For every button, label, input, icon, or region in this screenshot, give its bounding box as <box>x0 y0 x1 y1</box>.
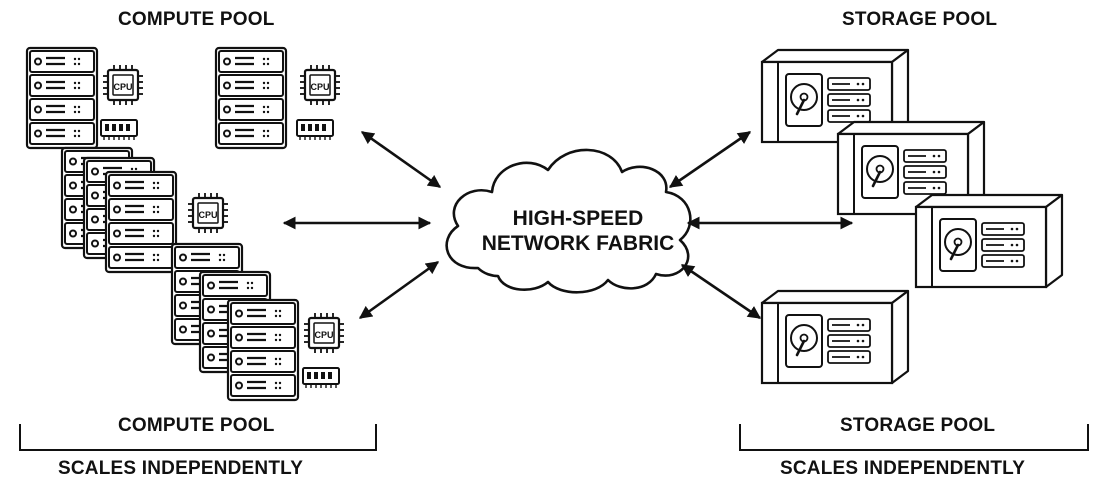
svg-text:CPU: CPU <box>310 82 329 92</box>
memory-module-icon <box>296 119 334 141</box>
compute-pool-title-top: COMPUTE POOL <box>118 9 275 30</box>
fabric-label-line1: HIGH-SPEED <box>512 207 644 230</box>
compute-bracket <box>19 424 377 451</box>
arrow-compute-top <box>360 130 442 189</box>
storage-scales-label: SCALES INDEPENDENTLY <box>780 458 1026 479</box>
bidirectional-arrows <box>282 130 854 320</box>
cpu-chip-icon: CPU <box>186 191 230 235</box>
arrow-storage-top <box>668 130 752 189</box>
fabric-label-line2: NETWORK FABRIC <box>481 232 675 255</box>
compute-server-1 <box>25 46 99 150</box>
cloud-icon <box>445 148 692 294</box>
compute-server-2 <box>214 46 288 150</box>
storage-enclosure-3 <box>914 193 1064 289</box>
cpu-chip-icon: CPU <box>302 311 346 355</box>
compute-scales-label: SCALES INDEPENDENTLY <box>58 458 304 479</box>
svg-text:CPU: CPU <box>198 210 217 220</box>
storage-pool-title-bottom: STORAGE POOL <box>840 415 996 436</box>
cpu-chip-icon: CPU <box>298 63 342 107</box>
svg-text:CPU: CPU <box>113 82 132 92</box>
compute-server-8 <box>226 298 300 402</box>
cpu-chip-icon: CPU <box>101 63 145 107</box>
storage-bracket <box>739 424 1089 451</box>
compute-server-5 <box>104 170 178 274</box>
arrow-compute-bottom <box>358 260 440 320</box>
memory-module-icon <box>302 367 340 389</box>
arrow-storage-bottom <box>680 263 762 320</box>
storage-pool-title-top: STORAGE POOL <box>842 9 998 30</box>
compute-pool-title-bottom: COMPUTE POOL <box>118 415 275 436</box>
svg-text:CPU: CPU <box>314 330 333 340</box>
fabric-label: HIGH-SPEED NETWORK FABRIC <box>478 206 678 256</box>
memory-module-icon <box>100 119 138 141</box>
storage-enclosure-4 <box>760 289 910 385</box>
